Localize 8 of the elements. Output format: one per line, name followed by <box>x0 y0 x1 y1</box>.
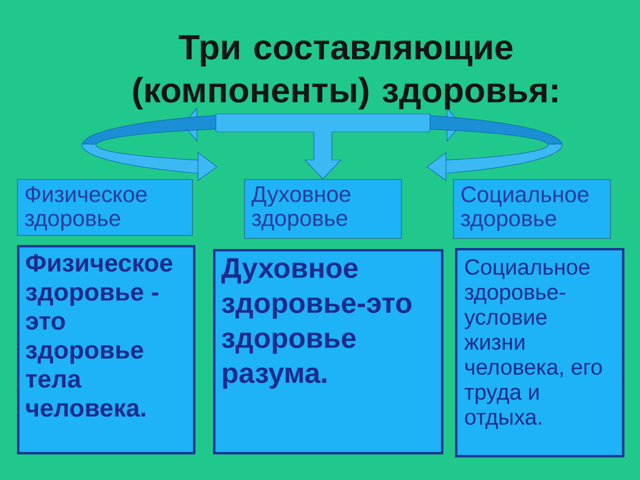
header-box: Физическое здоровье <box>17 179 193 236</box>
header-box: Духовное здоровье <box>244 179 402 239</box>
block-arrow <box>216 114 430 180</box>
definition-box: Физическое здоровье - это здоровье тела человека. <box>17 245 196 454</box>
title: Три составляющие (компоненты) здоровья: <box>133 35 558 110</box>
header-box: Социальное здоровье <box>453 179 611 239</box>
definition-box: Духовное здоровье-это здоровье разума. <box>213 249 444 454</box>
definition-box: Социальное здоровье- условие жизни человека, его труда и отдыха. <box>455 248 624 458</box>
